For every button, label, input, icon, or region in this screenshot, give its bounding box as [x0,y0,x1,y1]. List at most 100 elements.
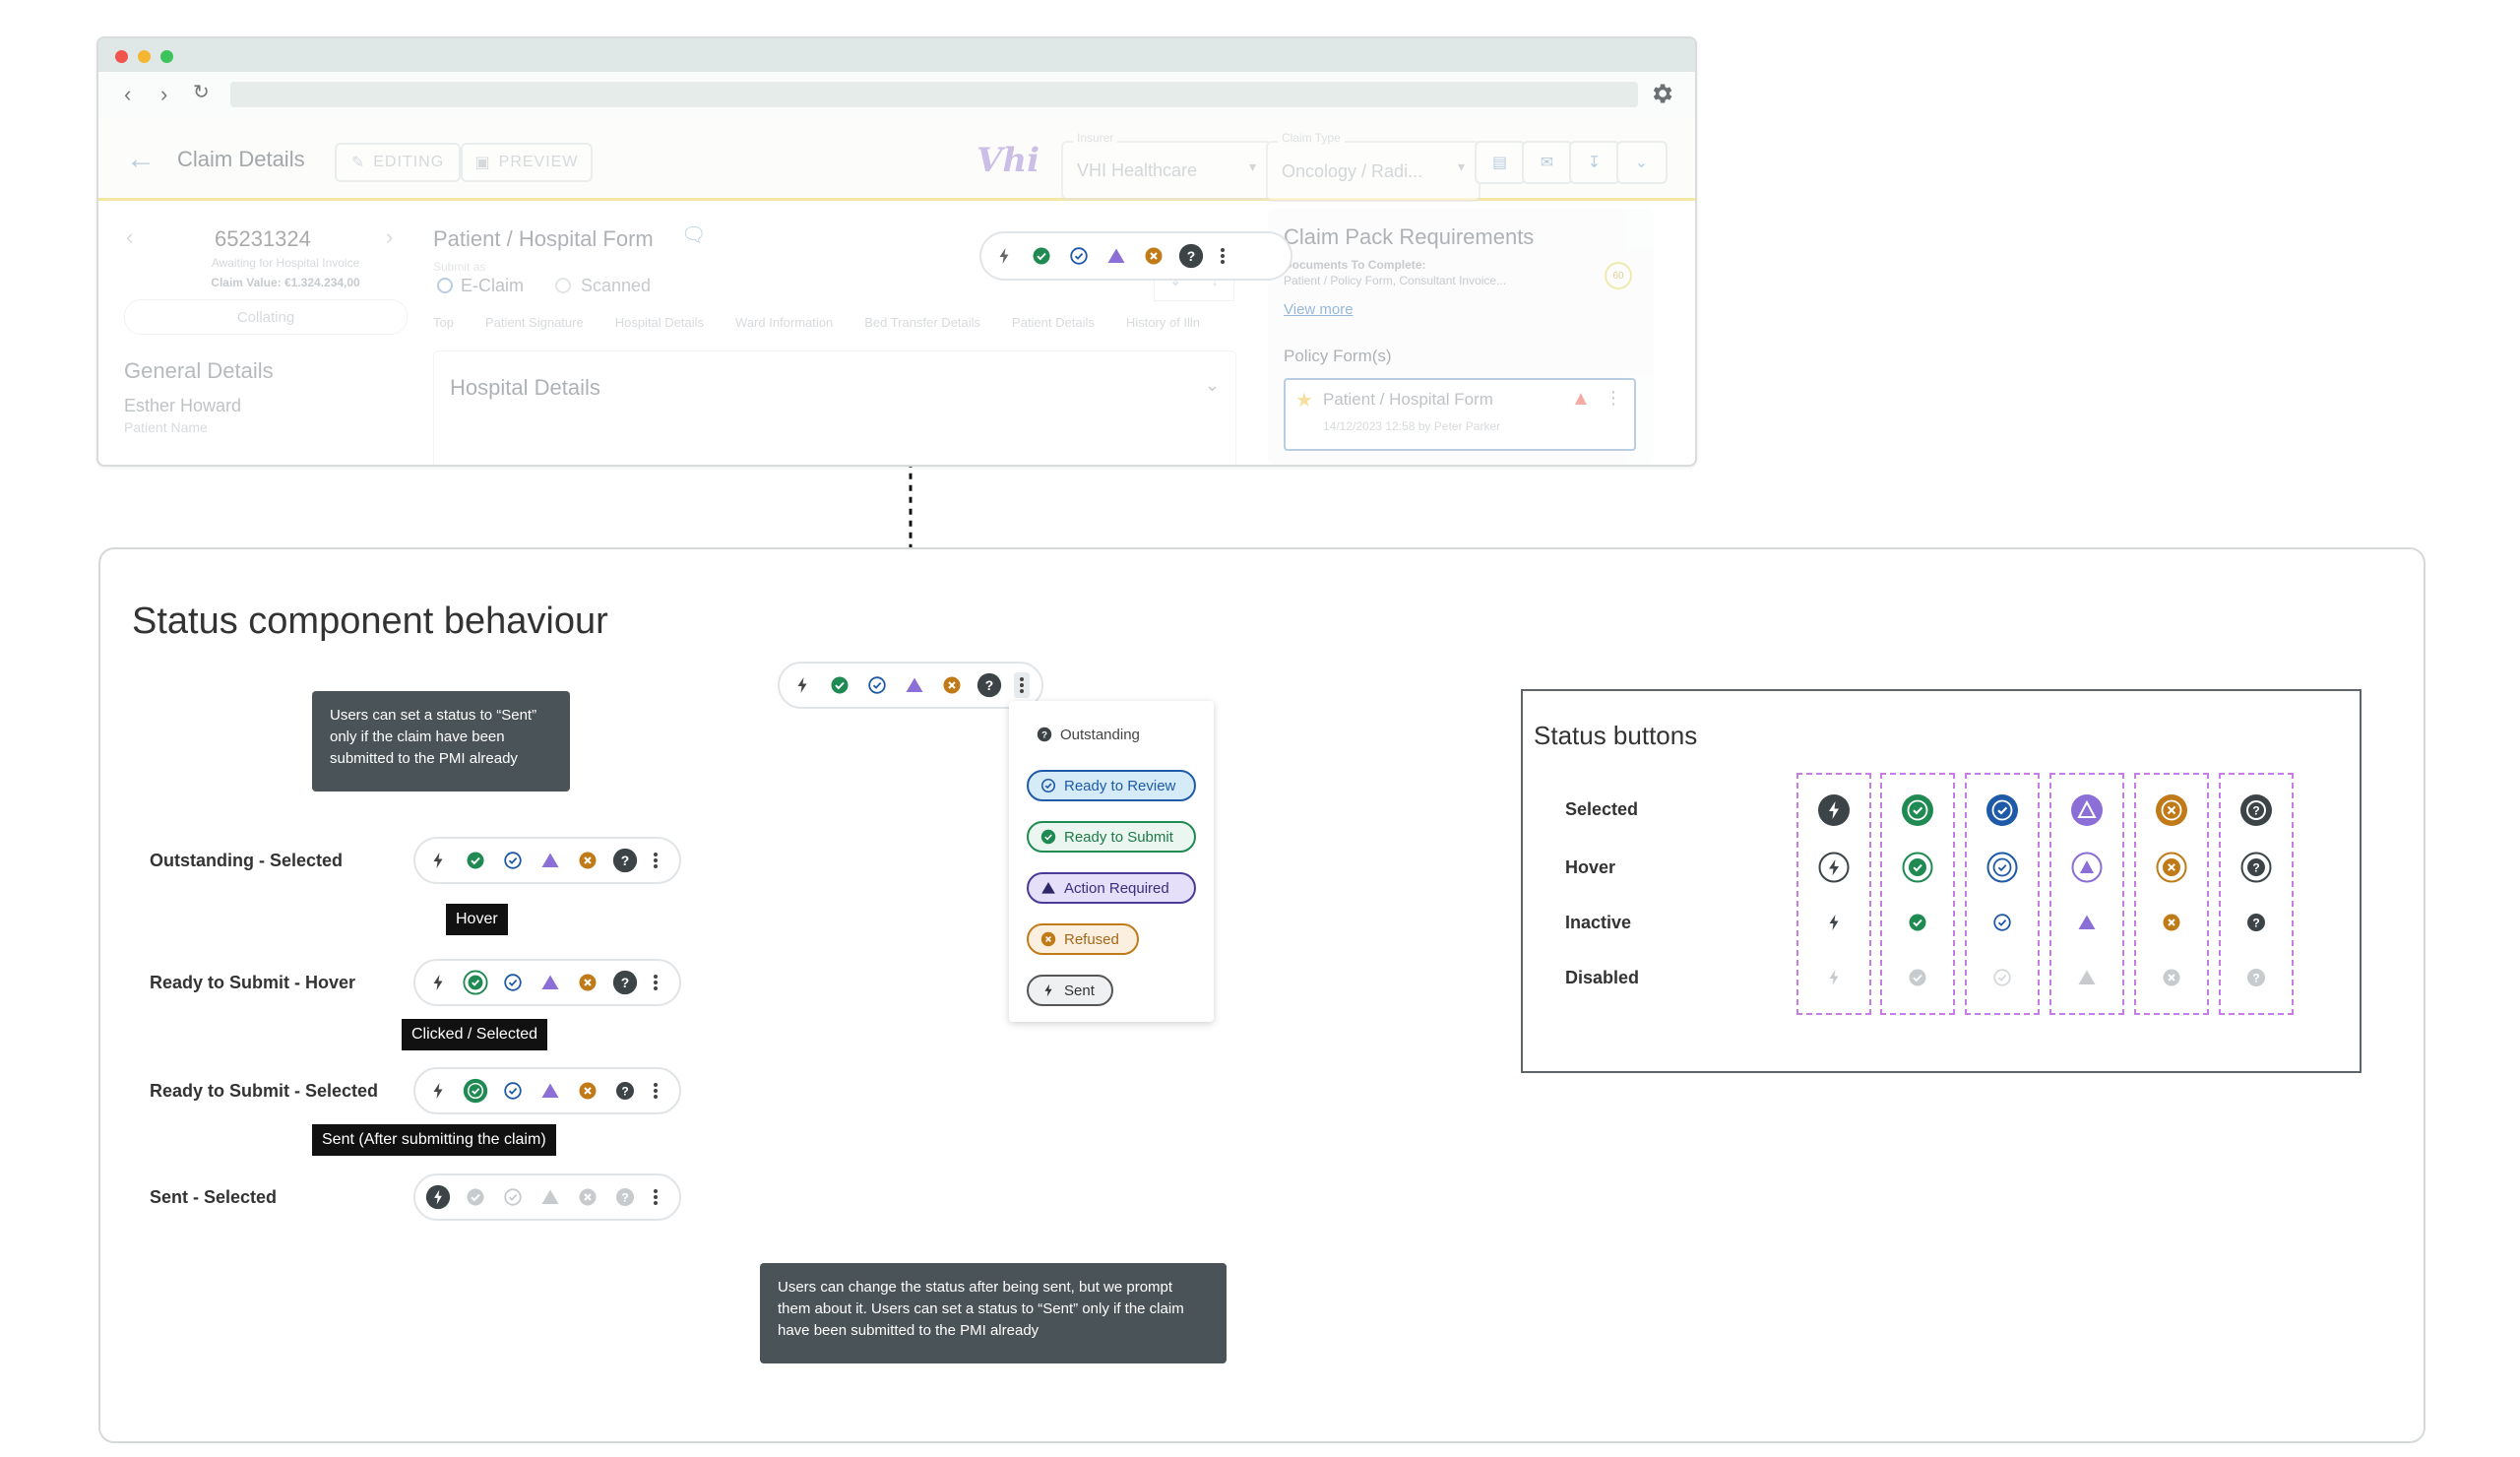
kebab-icon[interactable] [650,1078,662,1104]
maximize-window-dot[interactable] [160,50,173,63]
more-button[interactable]: ⌄ [1616,141,1668,184]
check-outline-icon[interactable] [1985,793,2019,827]
kebab-icon[interactable] [650,1184,662,1210]
check-outline-icon[interactable] [1985,906,2019,939]
close-circle-icon[interactable] [575,1184,600,1210]
prev-claim-icon[interactable]: ‹ [126,224,134,249]
check-circle-icon[interactable] [463,1078,488,1104]
bolt-icon[interactable] [425,1078,451,1104]
close-circle-icon[interactable] [575,970,600,995]
close-circle-icon[interactable] [2155,851,2188,884]
bolt-icon[interactable] [1817,906,1851,939]
check-outline-icon[interactable] [500,848,526,873]
check-circle-icon[interactable] [463,970,488,995]
reload-icon[interactable]: ↻ [193,82,210,103]
scanned-radio[interactable] [555,278,571,293]
check-circle-icon[interactable] [1901,906,1934,939]
minimize-window-dot[interactable] [138,50,151,63]
tab-hospital-details[interactable]: Hospital Details [614,315,705,330]
check-outline-icon[interactable] [1985,851,2019,884]
scan-button[interactable]: ▤ [1475,141,1526,184]
message-button[interactable]: ✉ [1522,141,1573,184]
check-outline-icon[interactable] [1066,243,1092,269]
back-arrow-icon[interactable]: ← [126,143,156,175]
chat-icon[interactable]: 🗨 [681,224,707,246]
check-circle-icon[interactable] [1901,851,1934,884]
triangle-icon[interactable] [537,1184,563,1210]
bolt-icon[interactable] [425,848,451,873]
close-circle-icon[interactable] [575,1078,600,1104]
check-outline-icon[interactable] [500,1078,526,1104]
bolt-icon[interactable] [789,672,815,698]
collapse-icon[interactable]: ↕ [1211,273,1219,288]
download-button[interactable]: ↧ [1569,141,1620,184]
question-circle-icon[interactable]: ? [612,1078,638,1104]
triangle-icon[interactable] [902,672,927,698]
menu-item-ready-to-submit[interactable]: Ready to Submit [1027,821,1196,853]
check-circle-icon[interactable] [463,848,488,873]
check-circle-icon[interactable] [827,672,852,698]
preview-button[interactable]: ▣PREVIEW [461,143,593,182]
bolt-icon[interactable] [991,243,1017,269]
tab-patient-details[interactable]: Patient Details [1012,315,1095,330]
close-circle-icon[interactable] [2155,793,2188,827]
menu-item-ready-to-review[interactable]: Ready to Review [1027,770,1196,801]
kebab-icon[interactable]: ⋮ [1605,388,1622,408]
editing-button[interactable]: ✎EDITING [335,143,461,182]
menu-item-refused[interactable]: Refused [1027,923,1139,955]
bolt-icon[interactable] [1817,851,1851,884]
check-circle-icon[interactable] [463,1184,488,1210]
insurer-select[interactable]: VHI Healthcare ▾ [1061,141,1272,200]
check-outline-icon[interactable] [500,1184,526,1210]
question-circle-icon[interactable]: ? [2239,906,2273,939]
menu-item-action-required[interactable]: Action Required [1027,872,1196,904]
kebab-icon[interactable] [1014,672,1030,698]
check-circle-icon[interactable] [1901,793,1934,827]
question-circle-icon[interactable]: ? [2239,793,2273,827]
policy-form-item[interactable]: ★ Patient / Hospital Form ▲ ⋮ 14/12/2023… [1284,378,1636,451]
forward-icon[interactable]: › [160,82,168,106]
triangle-icon[interactable] [537,848,563,873]
bolt-icon[interactable] [425,970,451,995]
triangle-icon[interactable] [537,970,563,995]
menu-item-sent[interactable]: Sent [1027,975,1113,1006]
close-circle-icon[interactable] [575,848,600,873]
gear-icon[interactable] [1649,81,1674,111]
question-circle-icon[interactable]: ? [612,970,638,995]
question-circle-icon[interactable]: ? [976,672,1002,698]
bolt-icon[interactable] [425,1184,451,1210]
triangle-icon[interactable] [2070,906,2104,939]
tab-history[interactable]: History of Illn [1125,315,1201,330]
close-window-dot[interactable] [115,50,128,63]
close-circle-icon[interactable] [939,672,965,698]
close-circle-icon[interactable] [2155,906,2188,939]
question-circle-icon[interactable]: ? [2239,851,2273,884]
tab-patient-signature[interactable]: Patient Signature [484,315,584,330]
triangle-icon[interactable] [2070,851,2104,884]
view-more-link[interactable]: View more [1284,301,1354,318]
check-outline-icon[interactable] [864,672,890,698]
question-circle-icon[interactable]: ? [612,1184,638,1210]
tab-top[interactable]: Top [433,315,454,330]
check-outline-icon[interactable] [500,970,526,995]
check-circle-icon[interactable] [1029,243,1054,269]
bolt-icon[interactable] [1817,793,1851,827]
kebab-icon[interactable] [650,848,662,873]
eclaim-radio[interactable] [437,278,453,293]
menu-item-outstanding[interactable]: ? Outstanding [1025,719,1152,750]
address-bar[interactable] [230,82,1638,107]
close-circle-icon[interactable] [1141,243,1166,269]
kebab-icon[interactable] [1216,243,1229,269]
chevron-down-icon[interactable]: ⌄ [1204,375,1220,395]
question-circle-icon[interactable]: ? [1178,243,1204,269]
next-claim-icon[interactable]: › [386,224,394,249]
tab-bed-transfer[interactable]: Bed Transfer Details [864,315,981,330]
triangle-icon[interactable] [2070,793,2104,827]
question-circle-icon[interactable]: ? [612,848,638,873]
claim-type-select[interactable]: Oncology / Radi... ▾ [1266,141,1480,202]
back-icon[interactable]: ‹ [124,82,132,106]
star-icon[interactable]: ★ [1295,390,1313,412]
triangle-icon[interactable] [1103,243,1129,269]
tab-ward-information[interactable]: Ward Information [735,315,834,330]
kebab-icon[interactable] [650,970,662,995]
